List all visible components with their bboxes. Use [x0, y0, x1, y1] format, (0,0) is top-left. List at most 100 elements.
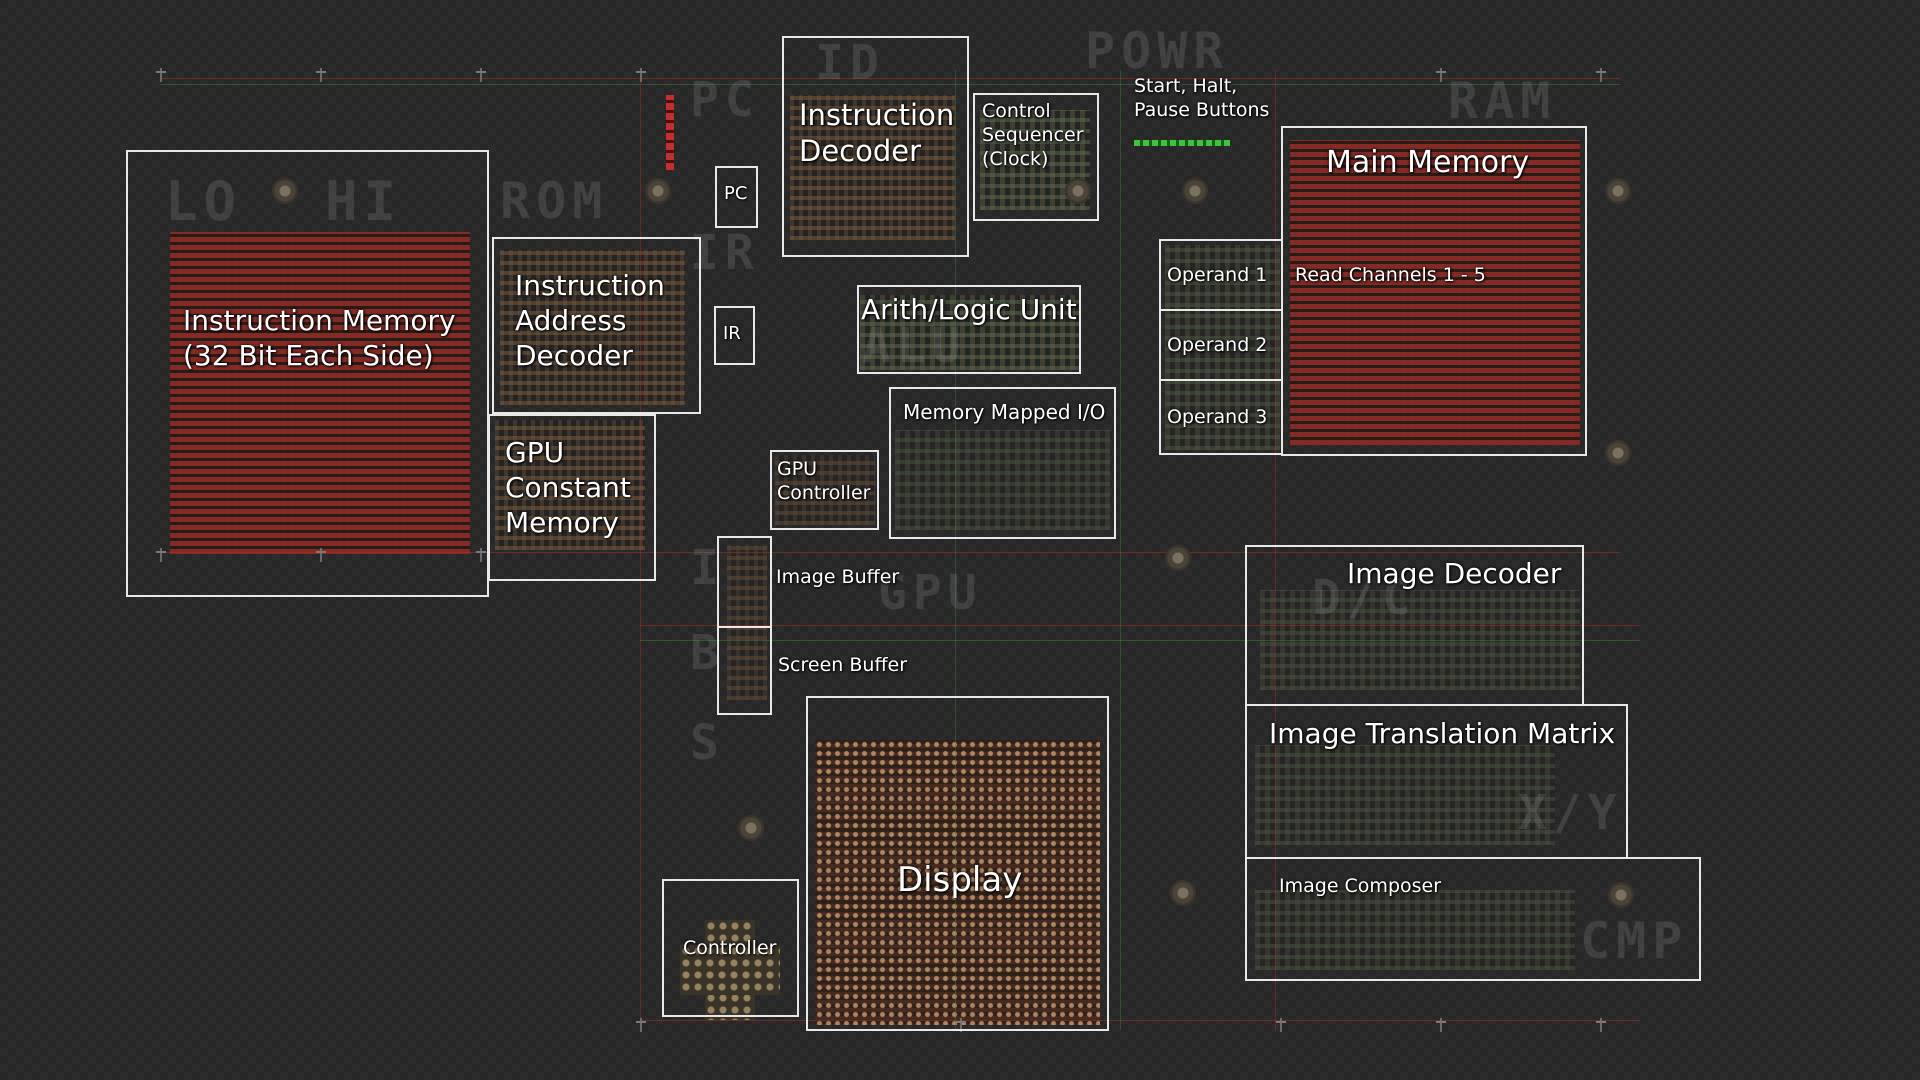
image-decoder-circuitry [1260, 590, 1580, 690]
bus-wire [640, 640, 1640, 641]
ghost-label-hi: HI [325, 170, 403, 233]
image-translation-circuitry [1255, 745, 1555, 845]
ghost-label-rom: ROM [500, 172, 609, 230]
alu-circuitry [860, 295, 1080, 370]
gpuc-line-1: GPU [777, 458, 818, 480]
cs-line-1: Control [982, 100, 1051, 122]
bus-wire [1275, 70, 1276, 1030]
image-composer-circuitry [1255, 890, 1575, 970]
status-leds [1134, 140, 1230, 146]
ghost-label-dc: D/C [1312, 570, 1417, 626]
pc-box [715, 166, 758, 228]
instruction-memory-cells [170, 232, 470, 554]
image-composer-label: Image Composer [1279, 875, 1442, 897]
iad-line-1: Instruction [515, 269, 665, 302]
ghost-label-i: I [690, 540, 725, 596]
image-translation-matrix-label: Image Translation Matrix [1269, 717, 1616, 750]
alu-box [857, 285, 1081, 374]
id-line-2: Decoder [799, 134, 922, 169]
ir-label: IR [723, 323, 741, 344]
main-memory-label: Main Memory [1326, 145, 1530, 180]
power-pole-icon [155, 68, 167, 82]
display-pixel-grid [815, 740, 1100, 1025]
instruction-decoder-box [782, 36, 969, 257]
ghost-label-ram: RAM [1448, 72, 1557, 130]
roboport-icon [1065, 178, 1091, 204]
read-channels-label: Read Channels 1 - 5 [1295, 264, 1486, 286]
cs-line-3: (Clock) [982, 147, 1049, 170]
instruction-address-decoder-box [492, 237, 701, 414]
bus-wire [1120, 70, 1121, 1030]
roboport-icon [645, 178, 671, 204]
image-buffer-circuitry [727, 545, 767, 700]
image-buffer-box [717, 536, 772, 628]
gcm-line-2: Constant [505, 471, 631, 504]
ghost-label-b: B [690, 625, 725, 681]
instruction-memory-label: Instruction Memory (32 Bit Each Side) [183, 303, 456, 373]
gpu-controller-circuitry [775, 455, 875, 525]
gpu-constant-memory-box [488, 414, 656, 581]
operand-3-label: Operand 3 [1167, 406, 1268, 428]
gpu-constant-memory-label: GPU Constant Memory [505, 435, 631, 540]
instruction-address-decoder-label: Instruction Address Decoder [515, 268, 665, 373]
roboport-icon [1608, 882, 1634, 908]
gpu-controller-box [770, 450, 879, 530]
gpu-constant-memory-circuitry [495, 420, 645, 550]
operand-2-label: Operand 2 [1167, 334, 1268, 356]
bus-wire [160, 78, 1620, 79]
power-pole-icon [475, 548, 487, 562]
power-pole-icon [1595, 1018, 1607, 1032]
ghost-label-s: S [690, 715, 725, 771]
gpu-controller-label: GPU Controller [777, 458, 870, 506]
ghost-label-gpu: GPU [878, 565, 983, 621]
gpuc-line-2: Controller [777, 481, 871, 504]
image-buffer-label: Image Buffer [776, 566, 900, 588]
bus-wire [955, 70, 956, 1030]
controller-box[interactable] [662, 879, 799, 1017]
power-pole-icon [1595, 68, 1607, 82]
iad-line-3: Decoder [515, 339, 633, 372]
alu-label: Arith/Logic Unit [861, 293, 1077, 326]
gcm-line-3: Memory [505, 506, 619, 539]
ghost-label-cmp: CMP [1580, 912, 1689, 970]
power-pole-icon [315, 68, 327, 82]
screen-buffer-label: Screen Buffer [778, 654, 908, 676]
roboport-icon [1605, 440, 1631, 466]
roboport-icon [738, 815, 764, 841]
ghost-label-pc: PC [690, 72, 760, 128]
shp-line-1: Start, Halt, [1134, 75, 1238, 97]
register-indicator-lights [666, 95, 674, 170]
start-halt-pause-buttons-label[interactable]: Start, Halt, Pause Buttons [1134, 75, 1269, 123]
memory-io-circuitry [895, 430, 1110, 530]
ghost-label-powr: POWR [1085, 22, 1230, 80]
controller-dpad-horizontal [680, 945, 780, 995]
address-decoder-circuitry [500, 250, 685, 405]
instruction-memory-line-2: (32 Bit Each Side) [183, 339, 434, 372]
control-sequencer-box [973, 93, 1099, 221]
bus-wire [640, 70, 641, 1030]
image-composer-box [1245, 857, 1701, 981]
screen-buffer-box [717, 626, 772, 715]
roboport-icon [272, 178, 298, 204]
display-label: Display [897, 860, 1023, 900]
power-pole-icon [635, 1018, 647, 1032]
power-pole-icon [315, 548, 327, 562]
instruction-memory-box [126, 150, 489, 597]
shp-line-2: Pause Buttons [1134, 98, 1270, 121]
ghost-label-alu: ALU [862, 318, 967, 374]
bus-wire [160, 84, 1620, 85]
bus-wire [640, 625, 1640, 626]
power-pole-icon [1435, 1018, 1447, 1032]
bus-wire [160, 552, 1620, 553]
controller-label: Controller [683, 937, 777, 959]
memory-mapped-io-box [889, 387, 1116, 539]
bus-wire [640, 1020, 1640, 1021]
instruction-decoder-label: Instruction Decoder [799, 97, 954, 170]
iad-line-2: Address [515, 304, 627, 337]
cs-line-2: Sequencer [982, 123, 1084, 146]
power-pole-icon [1275, 1018, 1287, 1032]
roboport-icon [1165, 545, 1191, 571]
memory-mapped-io-label: Memory Mapped I/O [903, 400, 1106, 424]
power-pole-icon [955, 1018, 967, 1032]
